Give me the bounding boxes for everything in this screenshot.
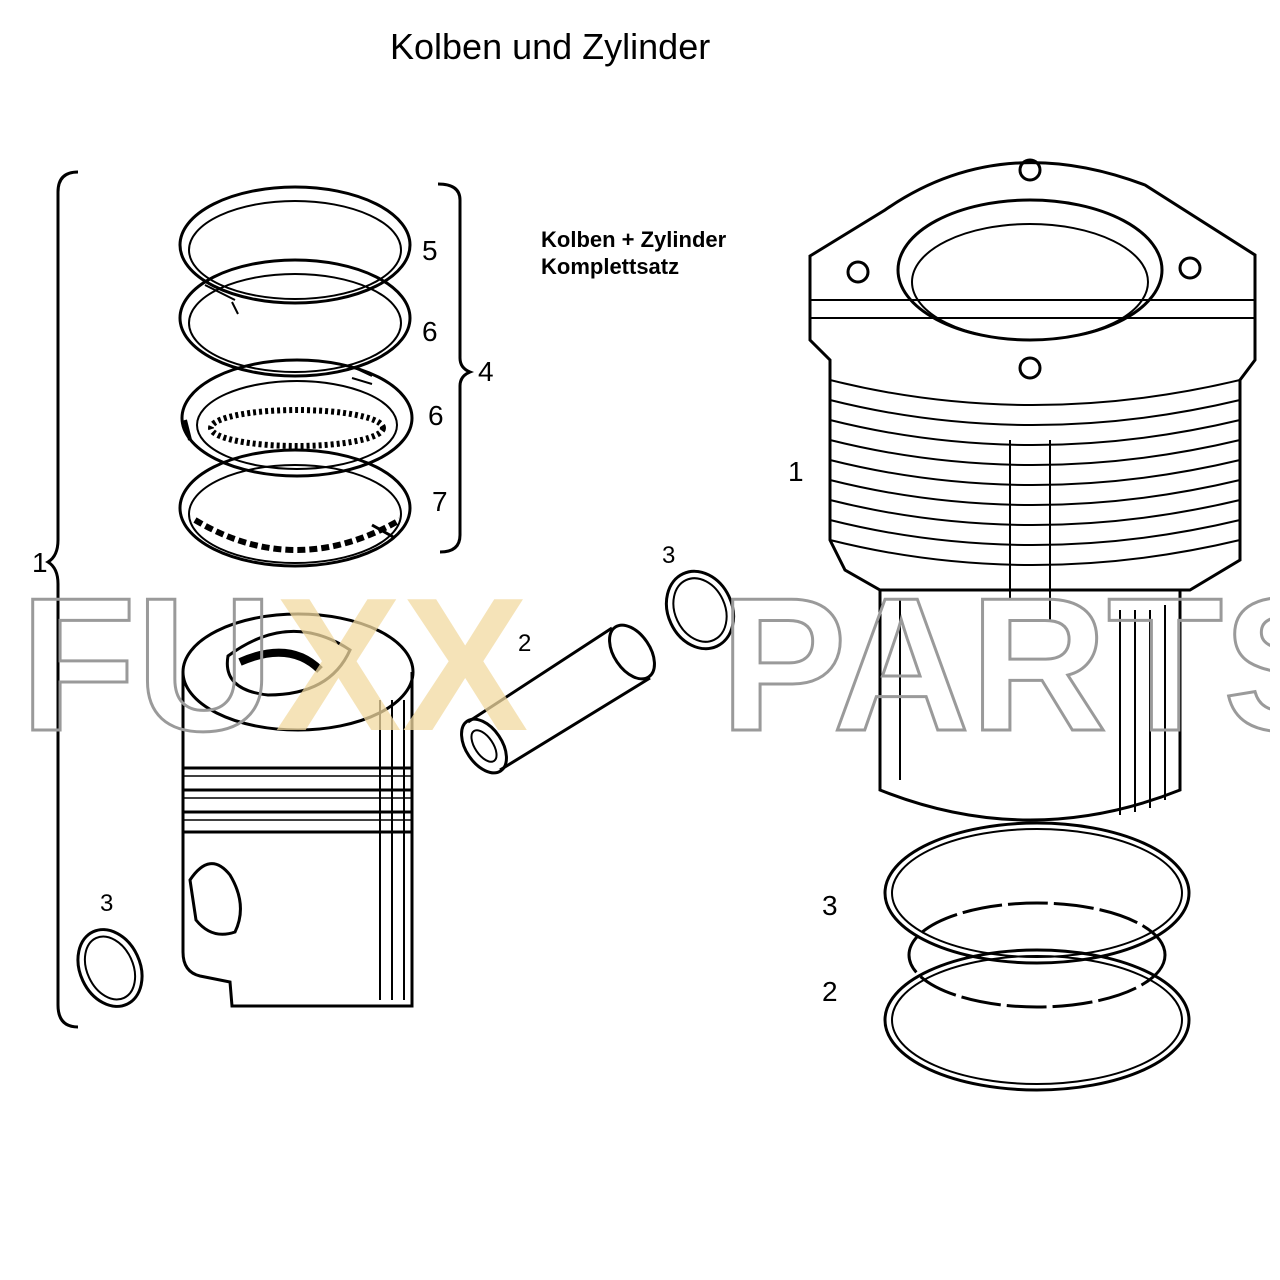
cylinder: [808, 158, 1257, 822]
complete-set-label-line2: Komplettsatz: [541, 254, 680, 279]
piston-ring-oil: [178, 448, 412, 568]
callout-piston-assembly: 1: [32, 547, 48, 578]
assembly-brace: [45, 170, 79, 1029]
complete-set-label-line1: Kolben + Zylinder: [541, 227, 727, 252]
callout-ring-oil: 7: [432, 486, 448, 517]
callout-circlip-upper: 3: [662, 542, 676, 569]
cylinder-seal-lower: [883, 901, 1191, 1092]
callout-ring-set: 4: [478, 356, 494, 387]
complete-set-label: Kolben + Zylinder Komplettsatz: [541, 226, 726, 280]
circlip-upper: [664, 569, 736, 651]
callout-circlip-lower: 3: [100, 890, 114, 917]
callout-ring-top: 5: [422, 235, 438, 266]
callout-ring-second: 6: [422, 316, 438, 347]
page-title: Kolben und Zylinder: [390, 26, 711, 67]
callout-ring-third: 6: [428, 400, 444, 431]
piston-ring-second: [178, 258, 412, 385]
callout-seal-lower: 2: [822, 976, 838, 1007]
callout-seal-upper: 3: [822, 890, 838, 921]
piston: [181, 612, 415, 1008]
callout-cylinder: 1: [788, 456, 804, 487]
piston-ring-third: [180, 358, 414, 478]
ring-set-brace: [437, 182, 475, 554]
piston-ring-top: [178, 185, 412, 315]
circlip-lower: [76, 928, 144, 1008]
callout-pin: 2: [518, 630, 532, 657]
cylinder-seal-upper: [883, 821, 1191, 965]
piston-pin: [460, 623, 656, 775]
